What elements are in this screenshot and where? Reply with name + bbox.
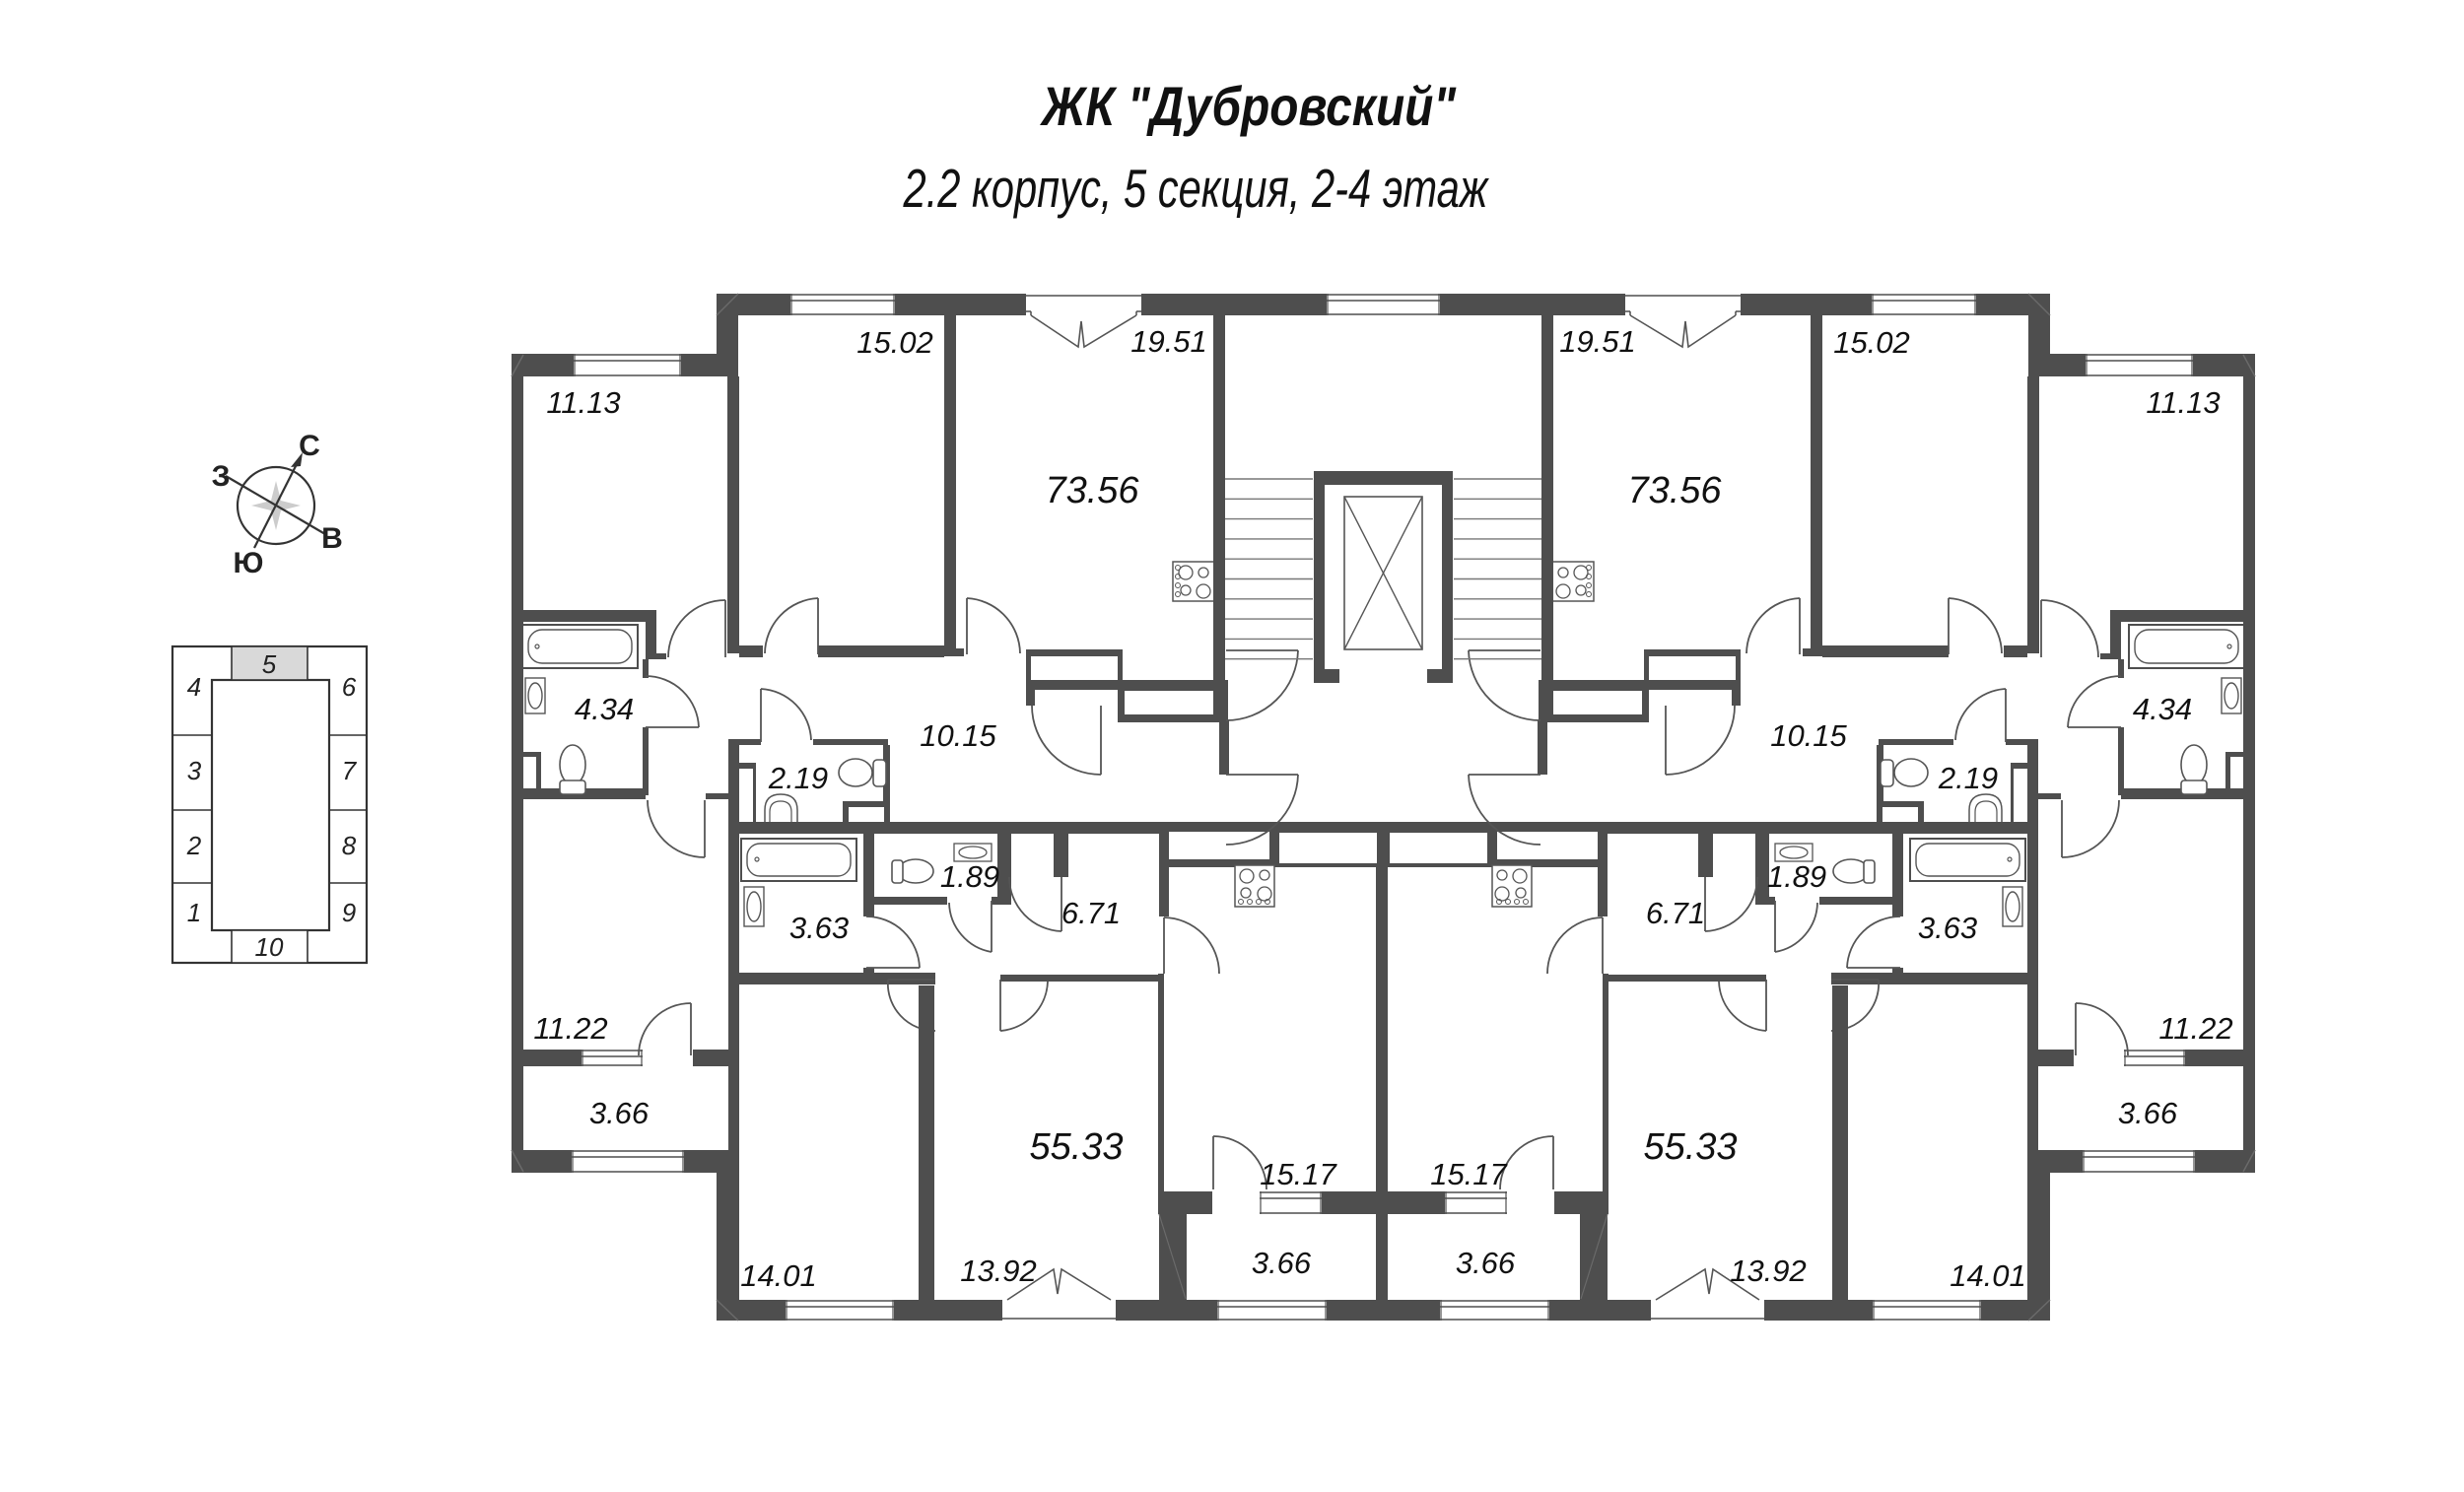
svg-text:10: 10 <box>255 932 284 962</box>
svg-text:3.63: 3.63 <box>1918 911 1977 945</box>
svg-text:6: 6 <box>342 672 357 702</box>
svg-text:2.19: 2.19 <box>768 761 828 795</box>
svg-text:11.22: 11.22 <box>533 1011 607 1046</box>
svg-text:11.13: 11.13 <box>546 385 620 420</box>
svg-text:1: 1 <box>187 898 201 927</box>
svg-text:15.17: 15.17 <box>1430 1157 1508 1191</box>
svg-text:4.34: 4.34 <box>575 692 634 726</box>
svg-text:73.56: 73.56 <box>1045 470 1139 511</box>
svg-text:9: 9 <box>342 898 356 927</box>
svg-text:55.33: 55.33 <box>1029 1126 1123 1168</box>
svg-text:3.66: 3.66 <box>1252 1246 1312 1280</box>
svg-text:З: З <box>212 460 231 493</box>
svg-text:ЖК "Дубровский": ЖК "Дубровский" <box>1039 75 1457 137</box>
svg-text:3.66: 3.66 <box>2118 1096 2178 1130</box>
svg-text:14.01: 14.01 <box>1950 1258 2026 1293</box>
svg-text:55.33: 55.33 <box>1643 1126 1737 1168</box>
svg-text:3: 3 <box>187 756 202 785</box>
svg-text:2.19: 2.19 <box>1938 761 1998 795</box>
svg-text:3.66: 3.66 <box>1456 1246 1516 1280</box>
svg-text:2: 2 <box>186 831 202 860</box>
svg-text:10.15: 10.15 <box>920 718 996 753</box>
svg-text:13.92: 13.92 <box>960 1254 1037 1288</box>
svg-text:15.17: 15.17 <box>1260 1157 1337 1191</box>
svg-text:3.66: 3.66 <box>589 1096 650 1130</box>
svg-text:14.01: 14.01 <box>740 1258 817 1293</box>
svg-text:10.15: 10.15 <box>1770 718 1847 753</box>
svg-text:15.02: 15.02 <box>856 325 933 360</box>
svg-text:11.22: 11.22 <box>2158 1011 2232 1046</box>
svg-text:В: В <box>321 522 343 555</box>
svg-text:5: 5 <box>262 649 277 679</box>
svg-text:13.92: 13.92 <box>1730 1254 1807 1288</box>
svg-text:6.71: 6.71 <box>1646 896 1705 930</box>
svg-text:19.51: 19.51 <box>1559 324 1636 359</box>
svg-text:15.02: 15.02 <box>1833 325 1910 360</box>
svg-text:73.56: 73.56 <box>1627 470 1722 511</box>
svg-text:2.2 корпус, 5 секция, 2-4 этаж: 2.2 корпус, 5 секция, 2-4 этаж <box>903 158 1489 219</box>
svg-text:1.89: 1.89 <box>940 859 999 894</box>
svg-text:6.71: 6.71 <box>1061 896 1121 930</box>
svg-text:С: С <box>299 430 320 462</box>
svg-text:1.89: 1.89 <box>1767 859 1826 894</box>
svg-text:8: 8 <box>342 831 357 860</box>
svg-text:Ю: Ю <box>234 547 264 579</box>
svg-text:4.34: 4.34 <box>2133 692 2192 726</box>
svg-text:3.63: 3.63 <box>789 911 849 945</box>
svg-text:7: 7 <box>342 756 358 785</box>
svg-text:4: 4 <box>187 672 201 702</box>
svg-text:19.51: 19.51 <box>1130 324 1207 359</box>
svg-text:11.13: 11.13 <box>2146 385 2220 420</box>
